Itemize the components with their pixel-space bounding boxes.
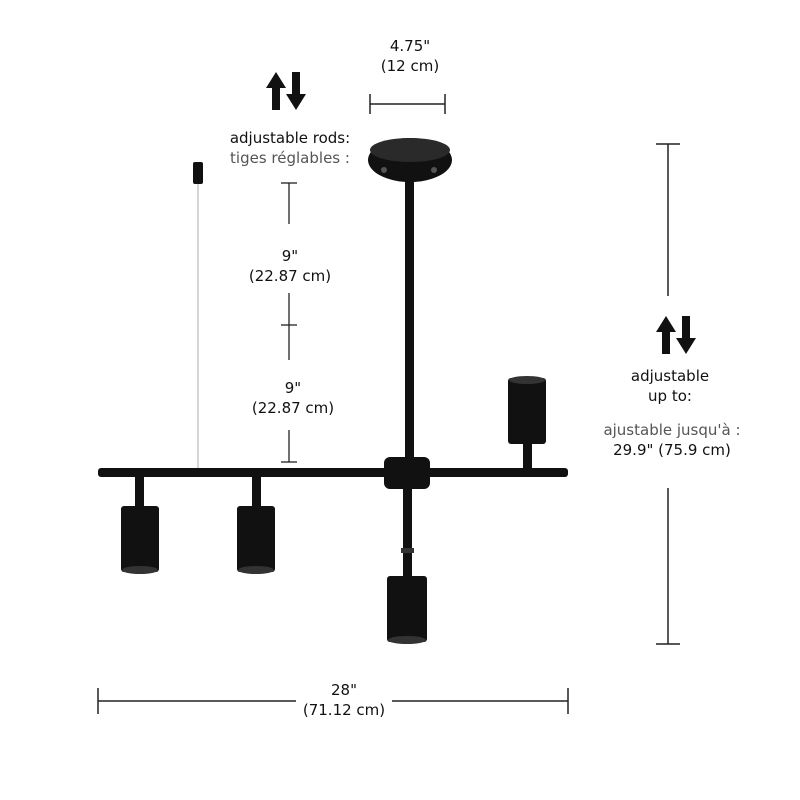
canopy-width-metric: (12 cm) (380, 57, 440, 75)
height-label-en-2: up to: (648, 387, 692, 405)
canopy (368, 138, 452, 182)
rod1-imperial: 9" (281, 247, 299, 265)
center-hub (384, 457, 430, 489)
rods-label-en: adjustable rods: (229, 129, 351, 147)
canopy-width-imperial: 4.75" (389, 37, 431, 55)
rods-label-fr: tiges réglables : (230, 149, 350, 167)
canopy-width-dimension (369, 94, 446, 114)
up-down-arrows-icon (656, 316, 696, 354)
suspension-cord (193, 162, 203, 468)
overall-width-dimension (97, 688, 569, 714)
downrod (405, 170, 414, 460)
lamp-shade (508, 376, 546, 470)
lamp-shade (387, 489, 427, 644)
lamp-shade (121, 477, 159, 574)
rod-dimension-lines (281, 182, 297, 463)
up-down-arrows-icon (266, 72, 306, 110)
overall-width-metric: (71.12 cm) (302, 701, 386, 719)
rod2-metric: (22.87 cm) (251, 399, 335, 417)
horizontal-bar (98, 468, 568, 477)
lamp-shade (237, 477, 275, 574)
height-dimension-line (656, 143, 680, 645)
rod2-imperial: 9" (284, 379, 302, 397)
height-value: 29.9" (75.9 cm) (613, 441, 731, 459)
overall-width-imperial: 28" (331, 681, 357, 699)
height-label-fr: ajustable jusqu'à : (603, 421, 741, 439)
height-label-en-1: adjustable (630, 367, 710, 385)
rod1-metric: (22.87 cm) (248, 267, 332, 285)
